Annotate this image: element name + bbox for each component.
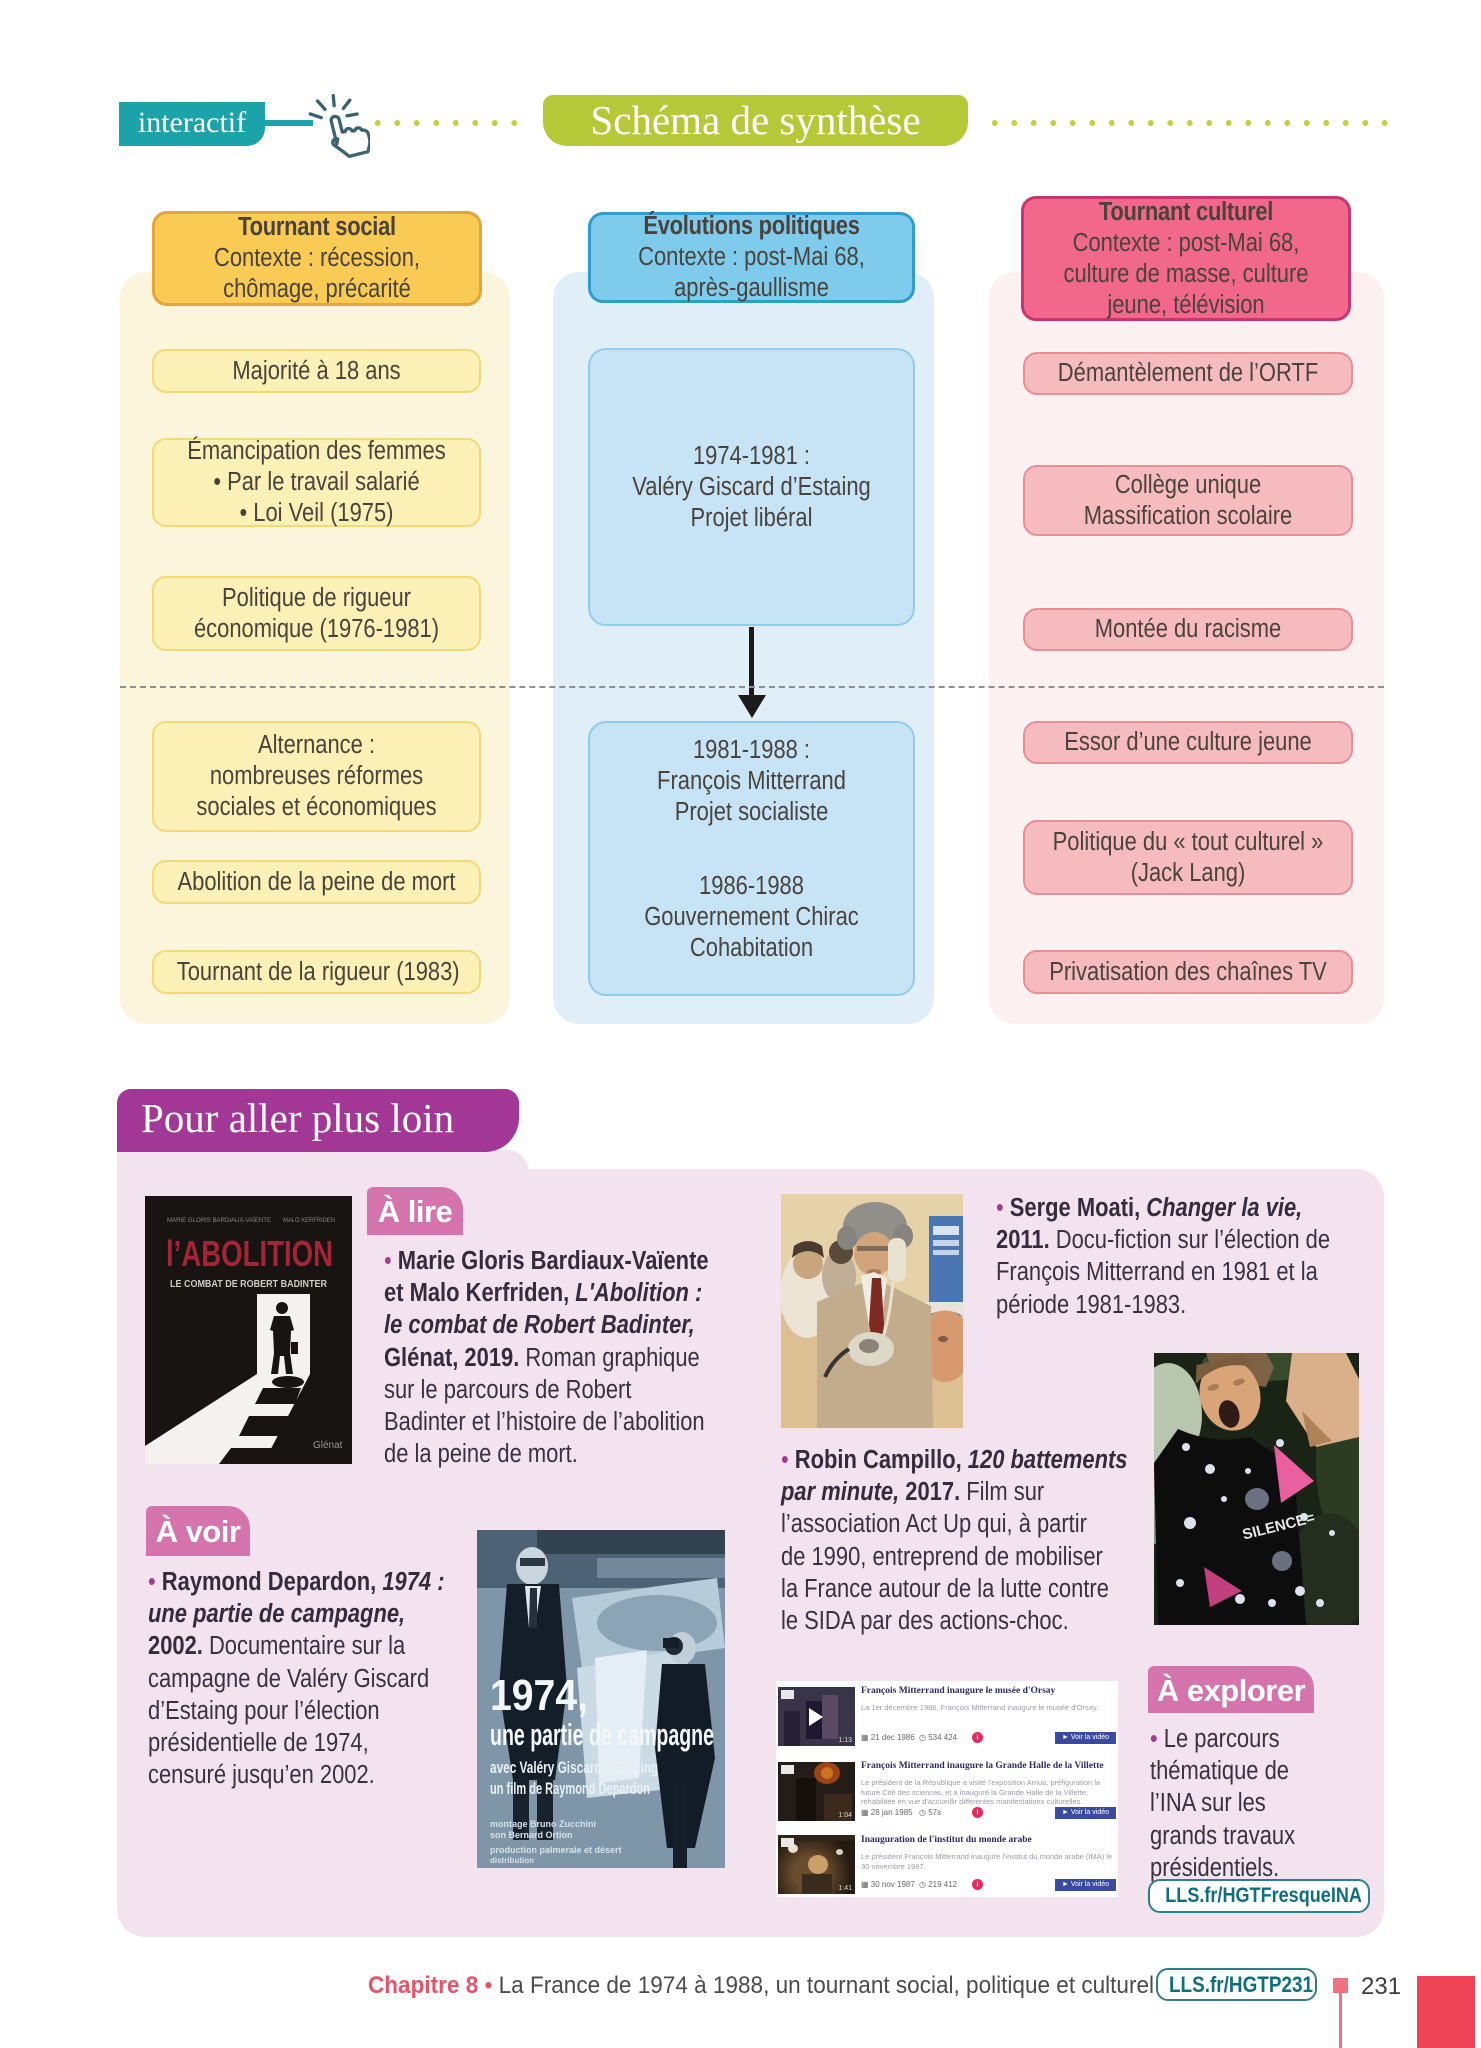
svg-text:une partie de campagne: une partie de campagne: [490, 1717, 714, 1752]
svg-text:Glénat: Glénat: [313, 1440, 343, 1451]
svg-text:MARIE GLORIS BARDIAUX-VAÏENTE: MARIE GLORIS BARDIAUX-VAÏENTE: [167, 1216, 272, 1224]
svg-text:1974,: 1974,: [490, 1671, 588, 1720]
svg-text:LE COMBAT DE ROBERT BADINTER: LE COMBAT DE ROBERT BADINTER: [170, 1279, 328, 1290]
svg-text:l’ABOLITION: l’ABOLITION: [166, 1233, 333, 1274]
svg-text:distribution: distribution: [490, 1856, 534, 1865]
svg-text:son Bernard Ortion: son Bernard Ortion: [490, 1830, 573, 1840]
svg-text:avec Valéry Giscard d’Estaing: avec Valéry Giscard d’Estaing: [490, 1758, 658, 1777]
svg-text:MALO KERFRIDEN: MALO KERFRIDEN: [283, 1217, 335, 1224]
svg-text:montage Bruno Zucchini: montage Bruno Zucchini: [490, 1819, 596, 1829]
svg-text:un film de Raymond Depardon: un film de Raymond Depardon: [490, 1779, 650, 1798]
svg-text:production palmeraie et déser: production palmeraie et désert: [490, 1845, 622, 1855]
